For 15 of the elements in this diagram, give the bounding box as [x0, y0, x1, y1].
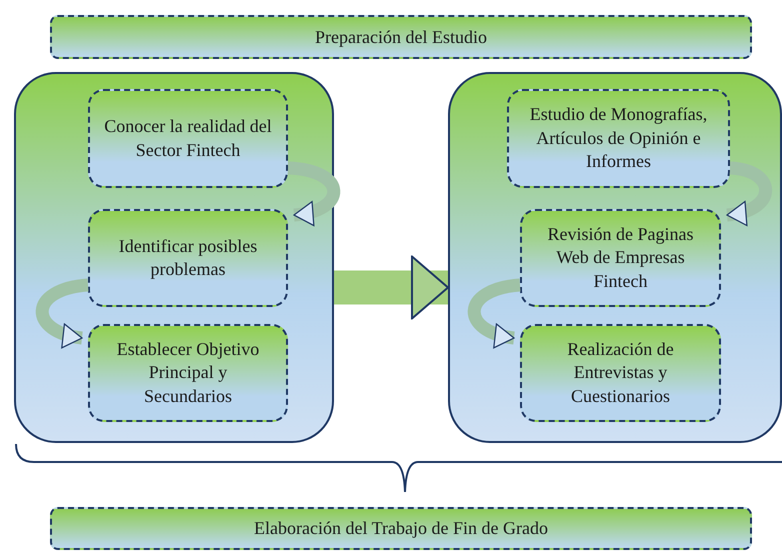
group-panel [448, 72, 782, 443]
block-arrow [334, 256, 449, 320]
process-box: Realización de Entrevistas y Cuestionarios [520, 324, 721, 422]
stage-banner: Preparación del Estudio [50, 15, 752, 59]
process-box: Identificar posibles problemas [88, 209, 288, 307]
curved-arrow [36, 278, 89, 348]
process-box: Estudio de Monografías, Artículos de Opinión e Informes [507, 89, 730, 188]
process-box: Revisión de Paginas Web de Empresas Fintech [520, 209, 721, 307]
curved-arrow [468, 278, 521, 348]
process-box: Conocer la realidad del Sector Fintech [88, 89, 288, 188]
curved-arrow [726, 162, 772, 225]
stage-banner: Elaboración del Trabajo de Fin de Grado [50, 507, 752, 550]
curved-arrow [287, 162, 340, 225]
process-box: Establecer Objetivo Principal y Secundarios [88, 324, 288, 422]
group-panel [14, 72, 334, 443]
